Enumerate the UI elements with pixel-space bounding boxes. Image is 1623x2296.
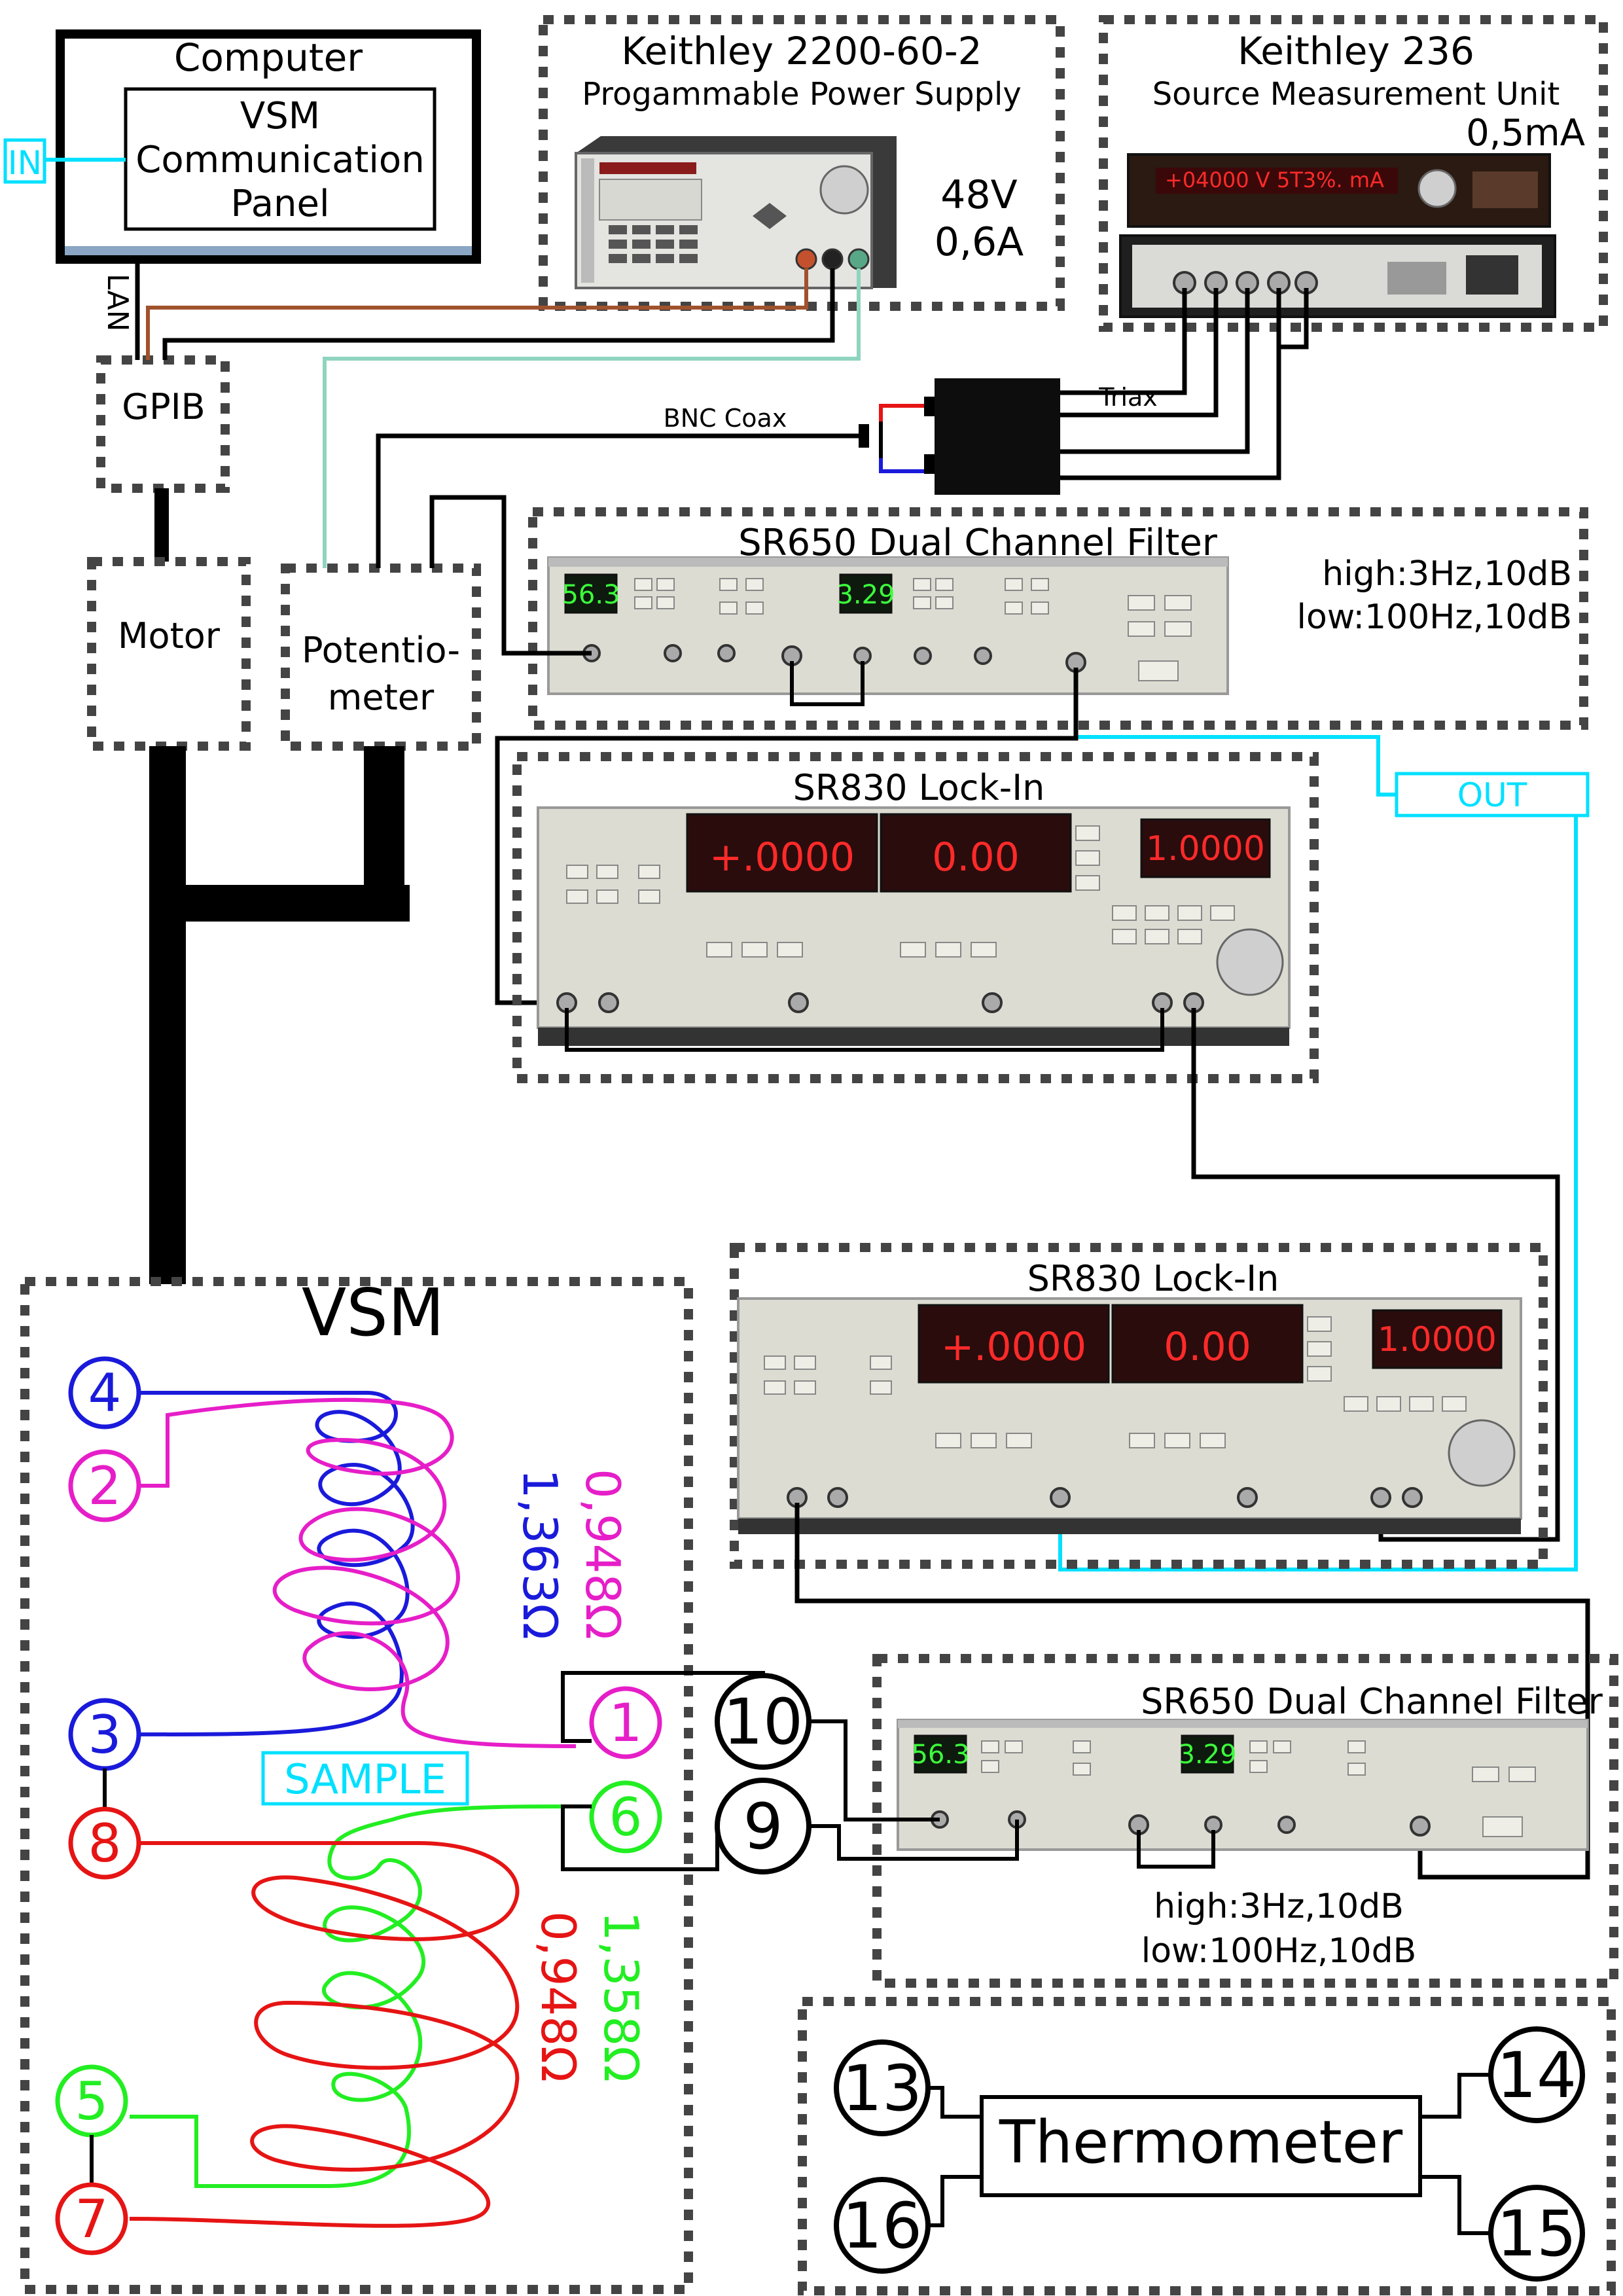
vsm-pin-8-label: 8: [88, 1813, 122, 1874]
filter-bottom-high: high:3Hz,10dB: [1154, 1887, 1404, 1926]
mechanical-rods: [149, 746, 410, 1284]
smu-device: +04000 V 5Т3%. mA: [1119, 153, 1556, 318]
lockin-top-ch1: +.0000: [709, 834, 855, 880]
computer-title: Computer: [174, 35, 363, 80]
vsm-pin-8: 8: [68, 1806, 141, 1880]
lockin-top-device: +.0000 0.00 1.0000: [537, 806, 1291, 1046]
lockin-bottom-block: SR830 Lock-In +.0000 0.00 1.0000: [730, 1243, 1548, 1569]
power-supply-current: 0,6A: [935, 219, 1024, 265]
vsm-pin-5: 5: [55, 2064, 128, 2138]
thermo-pin-15-label: 15: [1497, 2197, 1577, 2270]
vsm-pin-3-label: 3: [88, 1704, 122, 1765]
lockin-bottom-title: SR830 Lock-In: [1027, 1258, 1279, 1299]
motor-block: Motor: [87, 557, 251, 751]
vsm-panel-line2: Communication: [135, 139, 424, 181]
triax-cables: [1060, 288, 1309, 480]
triax-bnc-adapter: BNC Coax Triax: [376, 378, 1158, 568]
thermo-pin-16: 16: [834, 2177, 931, 2274]
power-supply-title: Keithley 2200-60-2: [621, 29, 982, 73]
r-blue-label: 1,363Ω: [512, 1469, 567, 1640]
filter-top-high: high:3Hz,10dB: [1322, 554, 1572, 594]
vsm-pin-7: 7: [55, 2182, 128, 2255]
thermometer-block: Thermometer 13 14 16 15: [798, 1997, 1616, 2295]
computer-block: Computer VSM Communication Panel IN LAN: [3, 29, 481, 360]
filter-top-device: 56.3 3.29: [547, 556, 1229, 695]
vsm-panel-line3: Panel: [230, 183, 329, 225]
smu-title: Keithley 236: [1238, 29, 1474, 73]
lockin-bottom-ch2: 0.00: [1164, 1324, 1251, 1370]
pot-to-filter-cable: [429, 495, 592, 656]
power-supply-block: Keithley 2200-60-2 Progammable Power Sup…: [539, 15, 1065, 311]
filter-bottom-title: SR650 Dual Channel Filter: [1141, 1681, 1603, 1722]
vsm-pin-3: 3: [68, 1698, 141, 1771]
pin-10: 10: [715, 1673, 812, 1770]
power-supply-device: [575, 136, 897, 289]
filter-bottom-display1: 56.3: [911, 1740, 969, 1770]
r-red-label: 0,948Ω: [531, 1911, 586, 2082]
triax-label: Triax: [1098, 383, 1158, 412]
vsm-title: VSM: [302, 1274, 444, 1351]
filter-bottom-low: low:100Hz,10dB: [1141, 1931, 1417, 1971]
vsm-pin-1-label: 1: [609, 1693, 643, 1753]
thermo-pin-15: 15: [1488, 2185, 1585, 2282]
vsm-pin-6: 6: [589, 1780, 662, 1854]
smu-current: 0,5mA: [1466, 112, 1585, 154]
vsm-pin-4-label: 4: [88, 1363, 122, 1424]
vsm-block: VSM 4 2 3 8: [20, 1274, 693, 2294]
motor-label: Motor: [118, 615, 221, 656]
pin-9-label: 9: [743, 1790, 783, 1863]
vsm-pin-6-label: 6: [609, 1787, 643, 1848]
vsm-pin-7-label: 7: [75, 2189, 109, 2250]
thermo-pin-13: 13: [834, 2039, 931, 2136]
vsm-panel-line1: VSM: [240, 95, 320, 137]
lockin-top-title: SR830 Lock-In: [793, 767, 1045, 808]
coils: [129, 1391, 577, 2228]
filter-top-display1: 56.3: [562, 580, 620, 610]
pin-10-label: 10: [723, 1685, 803, 1759]
filter-top-display2: 3.29: [836, 580, 895, 610]
lockin-top-ch2: 0.00: [932, 834, 1020, 880]
lan-label: LAN: [101, 274, 134, 332]
filter-bottom-block: SR650 Dual Channel Filter high:3Hz,10dB …: [872, 1654, 1618, 1988]
filter-bottom-display2: 3.29: [1178, 1740, 1236, 1770]
vsm-pin-1: 1: [589, 1686, 662, 1759]
bnc-coax-label: BNC Coax: [664, 404, 787, 433]
power-supply-subtitle: Progammable Power Supply: [582, 76, 1022, 113]
potentiometer-line2: meter: [328, 677, 435, 718]
vsm-pin-4: 4: [68, 1356, 141, 1429]
gpib-block: GPIB: [96, 355, 230, 493]
vsm-pin-2: 2: [68, 1449, 141, 1522]
filter-top-low: low:100Hz,10dB: [1297, 598, 1573, 637]
pin-9: 9: [715, 1778, 812, 1874]
vsm-pin-5-label: 5: [75, 2071, 109, 2132]
smu-subtitle: Source Measurement Unit: [1152, 76, 1560, 113]
gpib-label: GPIB: [122, 386, 205, 427]
thermo-pin-14-label: 14: [1497, 2039, 1577, 2112]
r-green-label: 1,358Ω: [594, 1911, 649, 2082]
filter-bottom-device: 56.3 3.29: [897, 1719, 1589, 1851]
lockin-bottom-ref: 1.0000: [1378, 1320, 1497, 1359]
smu-display: +04000 V 5Т3%. mA: [1165, 168, 1384, 192]
lockin-bottom-ch1: +.0000: [941, 1324, 1086, 1370]
thermometer-label: Thermometer: [999, 2108, 1402, 2177]
thermo-pin-16-label: 16: [842, 2189, 922, 2263]
power-supply-cables: [146, 268, 861, 568]
in-label: IN: [8, 144, 42, 182]
potentiometer-block: Potentio- meter: [281, 564, 481, 751]
potentiometer-line1: Potentio-: [302, 630, 460, 671]
r-magenta-label: 0,948Ω: [575, 1469, 630, 1640]
lockin-bottom-device: +.0000 0.00 1.0000: [737, 1297, 1522, 1534]
lockin-top-block: SR830 Lock-In +.0000 0.00 1.0000: [512, 752, 1319, 1083]
sample-label: SAMPLE: [284, 1755, 446, 1803]
power-supply-voltage: 48V: [940, 172, 1017, 218]
vsm-pin-2-label: 2: [88, 1456, 122, 1516]
lockin-top-ref: 1.0000: [1146, 829, 1265, 869]
smu-block: Keithley 236 Source Measurement Unit 0,5…: [1099, 15, 1608, 332]
thermo-pin-14: 14: [1488, 2026, 1585, 2123]
thermo-pin-13-label: 13: [842, 2052, 922, 2125]
out-label: OUT: [1457, 776, 1527, 814]
filter-top-block: SR650 Dual Channel Filter high:3Hz,10dB …: [528, 507, 1588, 730]
